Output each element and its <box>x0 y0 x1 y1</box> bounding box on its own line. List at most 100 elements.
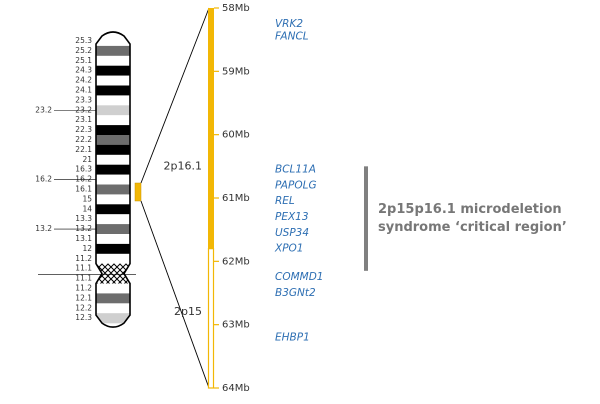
axis-tick-label: 64Mb <box>222 383 250 394</box>
band-label: 22.2 <box>75 135 92 144</box>
chromosome-band <box>96 55 130 66</box>
band-label: 23.3 <box>75 95 92 104</box>
chromosome-band <box>96 224 130 235</box>
axis-bar-filled <box>208 8 214 249</box>
chromosome-band <box>96 95 130 106</box>
chromosome-band <box>96 125 130 136</box>
gene-label: B3GNt2 <box>275 287 316 299</box>
highlight-marker <box>134 182 142 202</box>
axis-tick-label: 58Mb <box>222 3 250 14</box>
chromosome-band <box>96 243 130 254</box>
chromosome-band <box>96 45 130 56</box>
band-label: 12.2 <box>75 303 92 312</box>
side-band-label: 23.2 <box>35 105 52 114</box>
gene-label: PEX13 <box>275 211 309 223</box>
chromosome-bands <box>96 36 130 324</box>
gene-label: COMMD1 <box>275 271 323 283</box>
gene-label: FANCL <box>275 31 309 43</box>
band-label: 14 <box>82 204 92 213</box>
critical-region-callout: 2p15p16.1 microdeletion syndrome ‘critica… <box>364 166 567 271</box>
band-label: 16.2 <box>75 175 92 184</box>
band-label: 12 <box>82 244 92 253</box>
chromosome-band <box>96 135 130 146</box>
chromosome-band <box>96 234 130 245</box>
region-label: 2p15 <box>174 305 202 318</box>
chromosome-band <box>96 293 130 304</box>
gene-label: PAPOLG <box>275 179 317 191</box>
axis-tick-label: 63Mb <box>222 320 250 331</box>
chromosome-band <box>96 115 130 126</box>
critical-region-bar <box>364 166 368 271</box>
chromosome-band <box>96 144 130 155</box>
band-label: 13.1 <box>75 234 92 243</box>
chromosome-band <box>96 36 130 47</box>
chromosome-band <box>96 65 130 76</box>
band-label: 11.2 <box>75 254 92 263</box>
chromosome-band <box>96 283 130 294</box>
zoom-line-bottom <box>140 200 210 389</box>
band-label: 23.2 <box>75 105 92 114</box>
side-band-labels: 23.2 16.2 13.2 <box>35 105 136 275</box>
band-labels: 25.325.225.124.324.224.123.323.223.122.3… <box>75 36 92 322</box>
chromosome-band <box>96 85 130 96</box>
band-label: 13.2 <box>75 224 92 233</box>
gene-label: USP34 <box>275 227 309 239</box>
gene-label: XPO1 <box>274 243 303 255</box>
band-label: 11.1 <box>75 274 92 283</box>
axis-tick-label: 59Mb <box>222 66 250 77</box>
region-labels: 2p16.1 2p15 <box>164 159 202 318</box>
band-label: 24.1 <box>75 85 92 94</box>
chromosome-band <box>96 273 130 284</box>
chromosome-band <box>96 75 130 86</box>
gene-label: REL <box>275 195 295 207</box>
region-label: 2p16.1 <box>164 159 202 172</box>
callout-title-line2: syndrome ‘critical region’ <box>378 220 567 235</box>
band-label: 22.3 <box>75 125 92 134</box>
megabase-axis: 58Mb 59Mb 60Mb 61Mb 62Mb 63Mb 64Mb <box>207 3 250 394</box>
band-label: 12.3 <box>75 313 92 322</box>
chromosome-band <box>96 263 130 274</box>
chromosome-band <box>96 253 130 264</box>
chromosome-band <box>96 105 130 116</box>
zoom-lines <box>134 7 210 389</box>
band-label: 16.1 <box>75 184 92 193</box>
axis-tick-label: 60Mb <box>222 130 250 141</box>
chromosome-band <box>96 313 130 324</box>
axis-bar-open <box>207 248 215 389</box>
chromosome-ideogram <box>95 31 131 328</box>
chromosome-band <box>96 174 130 185</box>
band-label: 25.1 <box>75 56 92 65</box>
side-band-label: 16.2 <box>35 175 52 184</box>
gene-label: EHBP1 <box>275 331 310 343</box>
band-label: 11.2 <box>75 283 92 292</box>
chromosome-band <box>96 184 130 195</box>
chromosome-band <box>96 154 130 165</box>
band-label: 16.3 <box>75 165 92 174</box>
band-label: 25.3 <box>75 36 92 45</box>
band-label: 22.1 <box>75 145 92 154</box>
band-label: 12.1 <box>75 293 92 302</box>
band-label: 24.2 <box>75 76 92 85</box>
chromosome-band <box>96 194 130 205</box>
gene-label: VRK2 <box>275 18 303 30</box>
band-label: 24.3 <box>75 66 92 75</box>
chromosome-band <box>96 164 130 175</box>
callout-title-line1: 2p15p16.1 microdeletion <box>378 202 562 217</box>
chromosome-band <box>96 214 130 225</box>
axis-tick-label: 62Mb <box>222 256 250 267</box>
chromosome-band <box>96 204 130 215</box>
band-label: 13.3 <box>75 214 92 223</box>
side-band-label: 13.2 <box>35 224 52 233</box>
band-label: 15 <box>82 194 92 203</box>
axis-tick-label: 61Mb <box>222 193 250 204</box>
band-label: 23.1 <box>75 115 92 124</box>
zoom-line-top <box>140 7 210 184</box>
chromosome-outline <box>95 31 131 328</box>
band-label: 25.2 <box>75 46 92 55</box>
gene-label: BCL11A <box>275 164 316 176</box>
chromosome-band <box>96 303 130 314</box>
band-label: 11.1 <box>75 264 92 273</box>
band-label: 21 <box>82 155 92 164</box>
